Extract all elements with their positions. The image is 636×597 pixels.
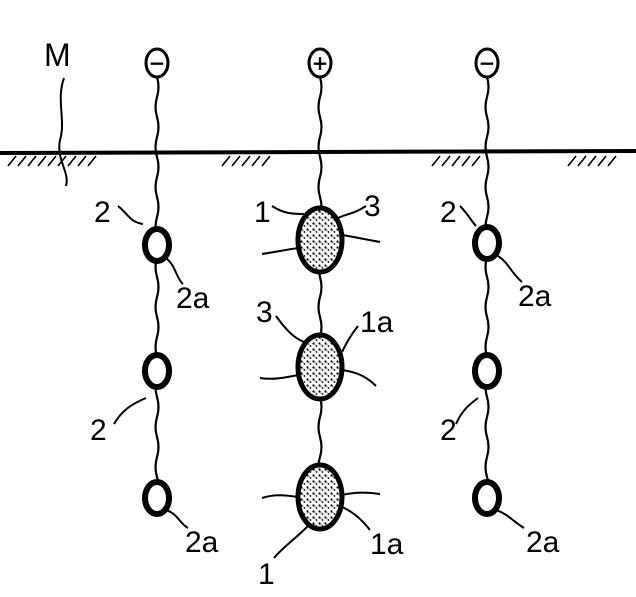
electrode-coated-center-3 <box>295 462 345 532</box>
terminal-right-sign: − <box>479 51 496 75</box>
leader-center-electrode-top <box>271 205 305 215</box>
leader-center-coating-mid <box>275 315 305 343</box>
electrode-coated-center-2 <box>295 332 345 402</box>
label-right-electrode-mid: 2 <box>440 414 457 447</box>
center-side-leads <box>259 234 381 499</box>
label-center-electrode-bottom: 1 <box>258 558 275 591</box>
leader-center-end-mid <box>341 325 359 353</box>
label-right-end-top: 2a <box>518 280 552 313</box>
electrode-ring-right-2 <box>472 352 502 390</box>
label-center-end-mid: 1a <box>360 306 394 339</box>
ground-hatching <box>7 155 617 167</box>
leader-left-end-bottom <box>165 509 189 529</box>
terminal-right: − <box>474 47 500 79</box>
electrode-coated-center-1 <box>295 205 345 275</box>
leader-left-electrode-mid <box>113 397 147 425</box>
medium-label: M <box>44 37 71 73</box>
wire-left <box>154 76 160 491</box>
electrode-ring-left-1 <box>142 226 172 264</box>
label-right-end-bottom: 2a <box>526 526 560 559</box>
wire-right <box>484 76 490 491</box>
label-left-end-bottom: 2a <box>185 526 219 559</box>
terminal-left-sign: − <box>149 51 166 75</box>
electrode-ring-right-1 <box>472 224 502 262</box>
label-center-coating-mid: 3 <box>256 296 273 329</box>
terminal-center: + <box>307 47 333 79</box>
label-center-end-bottom: 1a <box>370 528 404 561</box>
leader-right-end-bottom <box>495 509 525 529</box>
leader-center-coating-top <box>337 205 367 219</box>
leader-right-end-top <box>497 255 523 283</box>
electrode-ring-left-3 <box>142 479 172 517</box>
terminal-center-sign: + <box>312 51 329 75</box>
leader-right-electrode-top <box>459 205 477 227</box>
label-center-electrode-top: 1 <box>254 196 271 229</box>
leader-left-electrode-top <box>117 205 144 225</box>
leader-right-electrode-mid <box>455 397 479 425</box>
leader-center-electrode-bottom <box>273 525 309 559</box>
electrode-ring-right-3 <box>472 479 502 517</box>
label-right-electrode-top: 2 <box>440 196 457 229</box>
leader-center-end-bottom <box>339 505 371 531</box>
label-center-coating-top: 3 <box>364 190 381 223</box>
terminal-left: − <box>144 47 170 79</box>
electrode-ring-left-2 <box>142 352 172 390</box>
leader-left-end-top <box>165 257 184 285</box>
medium-leader <box>58 77 68 187</box>
label-left-electrode-mid: 2 <box>90 414 107 447</box>
wire-center <box>317 76 323 471</box>
label-left-end-top: 2a <box>176 282 210 315</box>
label-left-electrode-top: 2 <box>94 196 111 229</box>
